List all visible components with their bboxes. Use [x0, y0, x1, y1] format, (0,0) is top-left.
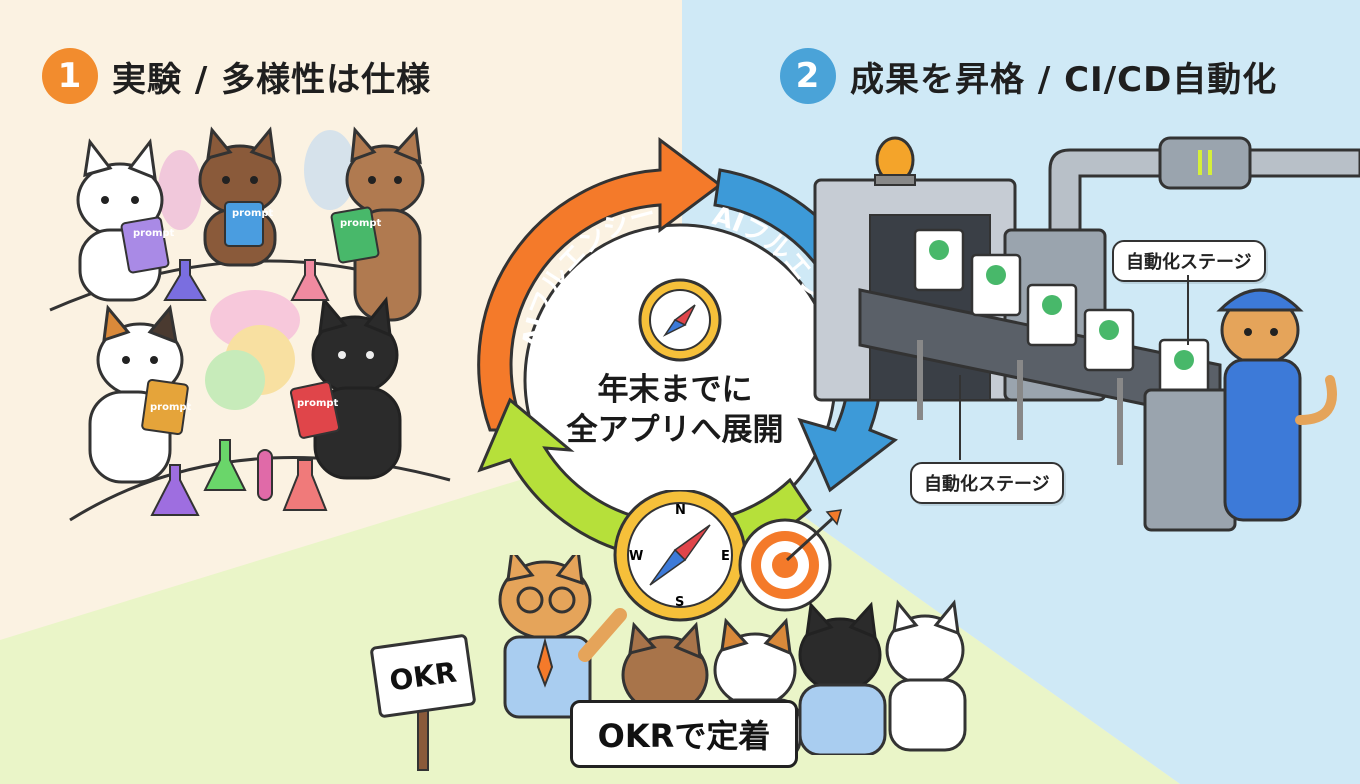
compass-e: E: [721, 549, 730, 564]
pipe: [1048, 148, 1360, 242]
experiment-title: 実験 / 多様性は仕様: [112, 59, 432, 100]
okr-sign: OKR: [369, 633, 477, 719]
cat-worker: [1216, 288, 1337, 522]
compass-w: W: [629, 549, 643, 564]
pipeline-illustration: [813, 136, 1360, 532]
compass-small-icon: [638, 278, 722, 362]
stage-label-top: 自動化ステージ: [1112, 240, 1266, 282]
okr-badge: OKRで定着: [570, 700, 798, 768]
pipe-joint: [1158, 136, 1252, 190]
section-title-experiment: 1 実験 / 多様性は仕様: [42, 48, 431, 104]
center-line-1: 年末までに: [597, 372, 753, 408]
center-line-2: 全アプリへ展開: [566, 412, 784, 448]
section-title-promote: 2 成果を昇格 / CI/CD自動化: [780, 48, 1277, 104]
prompt-card-3: prompt: [340, 218, 382, 229]
sign-post: [417, 690, 429, 771]
prompt-card-2: prompt: [232, 208, 274, 219]
cat-black: [289, 296, 402, 480]
callout-line-top: [1187, 275, 1189, 345]
cat-audience-black: [798, 601, 887, 755]
compass-large-icon: N S E W: [613, 490, 747, 622]
cat-teacher: [498, 555, 627, 719]
control-panel: [1143, 388, 1237, 532]
stage-label-bottom: 自動化ステージ: [910, 462, 1064, 504]
cycle-diagram: AIフルエンシー AIフルエンシー: [477, 137, 899, 562]
target-icon: [738, 509, 843, 612]
step-2-badge: 2: [780, 48, 836, 104]
cat-brown-1: [198, 126, 282, 267]
prompt-card-4: prompt: [150, 402, 192, 413]
cat-calico: [88, 304, 189, 484]
compass-n: N: [675, 503, 686, 518]
experiment-illustration: [49, 126, 451, 522]
prompt-card-1: prompt: [133, 228, 175, 239]
cat-tan-1: [330, 126, 425, 322]
promote-title: 成果を昇格 / CI/CD自動化: [850, 59, 1278, 100]
flasks: [150, 259, 330, 516]
compass-s: S: [675, 595, 684, 610]
cat-audience-white: [885, 599, 967, 752]
okr-cats-illustration: [498, 555, 967, 755]
step-1-badge: 1: [42, 48, 98, 104]
prompt-card-5: prompt: [297, 398, 339, 409]
compass-target-group: N S E W: [613, 490, 843, 622]
approved-docs: [913, 228, 1210, 402]
cycle-center-text: 年末までに 全アプリへ展開: [540, 370, 810, 450]
callout-line-bottom: [959, 375, 961, 460]
cat-white-1: [76, 138, 170, 302]
smoke-puffs: [158, 130, 356, 410]
